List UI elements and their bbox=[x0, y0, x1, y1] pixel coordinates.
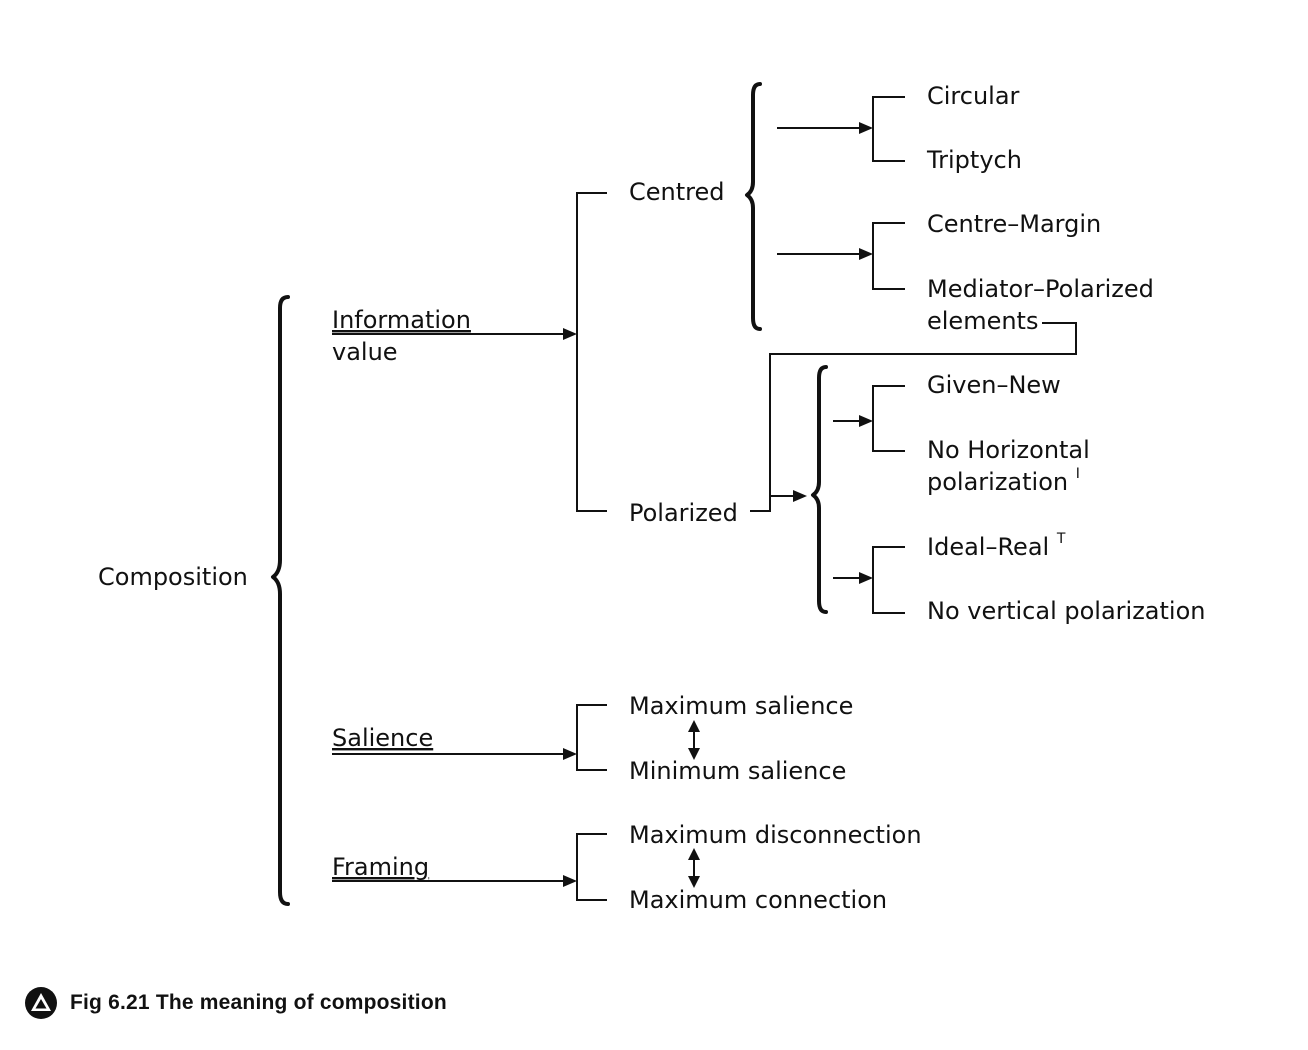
ideal-real-arrowhead bbox=[859, 572, 873, 584]
node-information-value-line2: value bbox=[332, 338, 398, 366]
node-maximum-disconnection: Maximum disconnection bbox=[629, 821, 922, 849]
node-given-new: Given–New bbox=[927, 371, 1061, 399]
figure-caption: Fig 6.21 The meaning of composition bbox=[24, 986, 447, 1020]
node-ideal-real-text: Ideal–Real bbox=[927, 533, 1049, 561]
information-value-arrowhead bbox=[563, 328, 577, 340]
node-no-horizontal-superscript: I bbox=[1076, 466, 1080, 482]
given-new-bracket bbox=[872, 385, 905, 452]
ideal-real-bracket bbox=[872, 546, 905, 614]
salience-double-arrow-down bbox=[688, 748, 700, 760]
composition-brace bbox=[271, 295, 290, 906]
node-no-horizontal: No Horizontal bbox=[927, 436, 1090, 464]
node-salience: Salience bbox=[332, 724, 433, 752]
node-circular: Circular bbox=[927, 82, 1020, 110]
centre-margin-bracket bbox=[872, 222, 905, 290]
framing-arrowhead bbox=[563, 875, 577, 887]
mediator-to-polarized-connector bbox=[750, 322, 1077, 512]
node-no-horizontal-line2-text: polarization bbox=[927, 468, 1068, 496]
node-ideal-real: Ideal–Real T bbox=[927, 531, 1066, 561]
centred-brace bbox=[745, 82, 762, 331]
node-no-horizontal-line2: polarization I bbox=[927, 466, 1080, 496]
node-triptych: Triptych bbox=[926, 146, 1022, 174]
node-composition: Composition bbox=[98, 563, 248, 591]
node-maximum-connection: Maximum connection bbox=[629, 886, 887, 914]
centre-margin-arrowhead bbox=[859, 248, 873, 260]
salience-bracket bbox=[576, 704, 607, 771]
salience-arrowhead bbox=[563, 748, 577, 760]
node-information-value: Information bbox=[332, 306, 471, 334]
node-mediator-polarized: Mediator–Polarized bbox=[927, 275, 1154, 303]
node-no-vertical: No vertical polarization bbox=[927, 597, 1205, 625]
node-minimum-salience: Minimum salience bbox=[629, 757, 846, 785]
triangle-in-circle-icon bbox=[25, 987, 57, 1019]
information-value-bracket bbox=[576, 192, 607, 512]
node-centre-margin: Centre–Margin bbox=[927, 210, 1101, 238]
node-mediator-polarized-line2: elements bbox=[927, 307, 1038, 335]
node-maximum-salience: Maximum salience bbox=[629, 692, 853, 720]
given-new-arrowhead bbox=[859, 415, 873, 427]
node-polarized: Polarized bbox=[629, 499, 738, 527]
circular-triptych-bracket bbox=[872, 96, 905, 162]
node-ideal-real-superscript: T bbox=[1056, 531, 1066, 547]
node-framing: Framing bbox=[332, 853, 429, 881]
framing-bracket bbox=[576, 833, 607, 901]
polarized-arrowhead bbox=[793, 490, 807, 502]
framing-double-arrow-up bbox=[688, 848, 700, 860]
circular-triptych-arrowhead bbox=[859, 122, 873, 134]
node-centred: Centred bbox=[629, 178, 724, 206]
figure-caption-text: Fig 6.21 The meaning of composition bbox=[70, 991, 447, 1014]
framing-double-arrow-down bbox=[688, 876, 700, 888]
salience-double-arrow-up bbox=[688, 720, 700, 732]
polarized-brace bbox=[811, 365, 828, 614]
node-information-value-line1: Information bbox=[332, 306, 471, 334]
